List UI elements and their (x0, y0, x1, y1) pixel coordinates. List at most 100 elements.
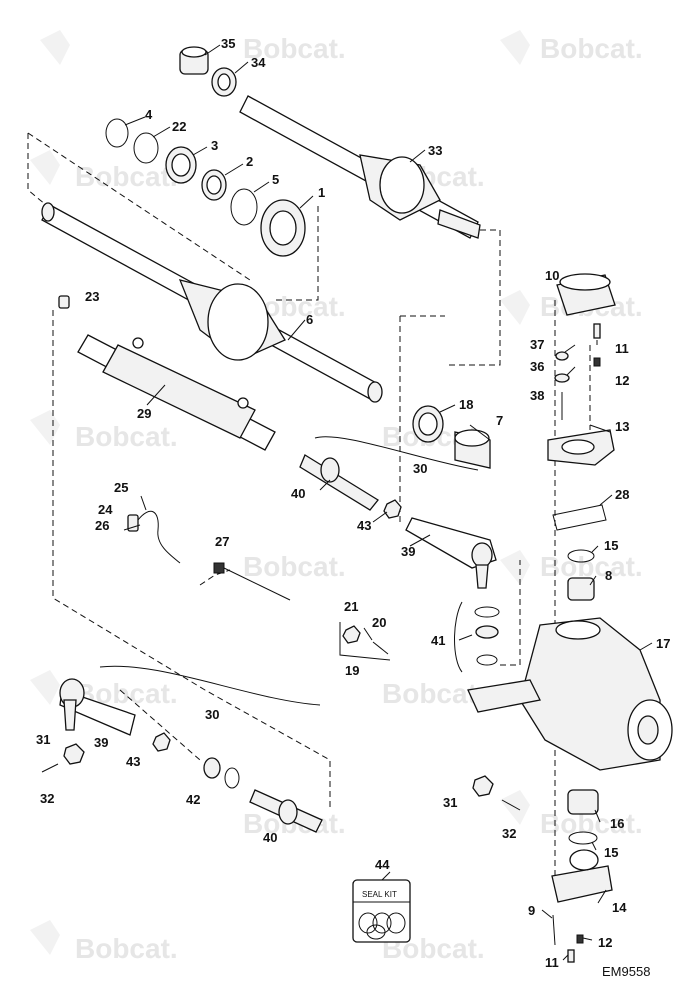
steering-knuckle-17 (467, 617, 673, 771)
bracket-30-upper (314, 436, 479, 471)
seal-kit-label: SEAL KIT (362, 890, 397, 899)
tie-rod-40-lower (249, 789, 323, 833)
assembly-lines (27, 132, 591, 880)
callout-38: 38 (530, 388, 544, 403)
tie-rod-end-39-lower (59, 678, 136, 736)
bracket-14 (551, 849, 613, 903)
stud-20 (372, 641, 389, 655)
o-ring-15-upper (567, 549, 595, 563)
callout-34: 34 (251, 55, 266, 70)
callouts: 1 2 3 4 5 6 7 8 9 10 11 11 12 12 13 14 1… (36, 36, 670, 970)
callout-30-lower: 30 (205, 707, 219, 722)
watermark-text: Bobcat. (382, 678, 485, 709)
callout-29: 29 (137, 406, 151, 421)
watermark-text: Bobcat. (243, 33, 346, 64)
drawing-code: EM9558 (602, 964, 650, 979)
axle-shaft-33 (239, 95, 481, 239)
callout-8: 8 (605, 568, 612, 583)
washer-36 (554, 373, 570, 383)
callout-21: 21 (344, 599, 358, 614)
callout-12-lower: 12 (598, 935, 612, 950)
grease-fitting-11-lower (567, 949, 575, 963)
callout-43-upper: 43 (357, 518, 371, 533)
nut-37 (555, 351, 569, 361)
callout-27: 27 (215, 534, 229, 549)
ring-2 (201, 169, 227, 201)
callout-43-lower: 43 (126, 754, 140, 769)
bracket-30-lower (99, 665, 321, 706)
callout-6: 6 (306, 312, 313, 327)
callout-32-right: 32 (502, 826, 516, 841)
callout-33: 33 (428, 143, 442, 158)
callout-28: 28 (615, 487, 629, 502)
callout-14: 14 (612, 900, 627, 915)
bushing-7 (454, 429, 491, 469)
pin-32-lower (41, 763, 59, 773)
snap-ring-4 (105, 118, 129, 148)
callout-31-right: 31 (443, 795, 457, 810)
callout-10: 10 (545, 268, 559, 283)
callout-18: 18 (459, 397, 473, 412)
bearing-8 (567, 577, 595, 601)
callout-17: 17 (656, 636, 670, 651)
callout-39-lower: 39 (94, 735, 108, 750)
watermark-text: Bobcat. (540, 33, 643, 64)
watermark-layer: Bobcat. Bobcat. Bobcat. Bobcat. Bobcat. … (30, 30, 643, 964)
seal-kit-44: SEAL KIT (352, 879, 411, 943)
steering-cylinder-29 (77, 334, 276, 451)
callout-13: 13 (615, 419, 629, 434)
watermark-bobcat-logo (30, 30, 530, 955)
callout-40-upper: 40 (291, 486, 305, 501)
shim-28 (552, 504, 607, 531)
seal-18 (412, 405, 444, 443)
callout-7: 7 (496, 413, 503, 428)
fitting-23 (58, 295, 70, 309)
callout-23: 23 (85, 289, 99, 304)
bracket-13 (547, 429, 615, 466)
callout-25: 25 (114, 480, 128, 495)
callout-11-lower: 11 (545, 955, 559, 970)
bushing-1 (260, 199, 306, 257)
callout-16: 16 (610, 816, 624, 831)
nut-43-lower (152, 732, 171, 752)
callout-35: 35 (221, 36, 235, 51)
callout-31-lower: 31 (36, 732, 50, 747)
callout-1: 1 (318, 185, 325, 200)
callout-26: 26 (95, 518, 109, 533)
callout-44: 44 (375, 857, 390, 872)
callout-20: 20 (372, 615, 386, 630)
connector-27 (213, 562, 291, 601)
callout-19: 19 (345, 663, 359, 678)
cap-10 (556, 273, 616, 316)
pin-12-upper (593, 357, 601, 367)
nut-31-lower (63, 743, 85, 765)
callout-12-upper: 12 (615, 373, 629, 388)
seal-3 (165, 146, 197, 184)
callout-40-lower: 40 (263, 830, 277, 845)
callout-42: 42 (186, 792, 200, 807)
callout-39-upper: 39 (401, 544, 415, 559)
pin-12-lower (576, 934, 584, 944)
callout-24: 24 (98, 502, 113, 517)
callout-4: 4 (145, 107, 153, 122)
callout-15-lower: 15 (604, 845, 618, 860)
bearing-35 (179, 46, 209, 75)
tie-rod-40-upper (299, 454, 379, 511)
o-ring-5 (230, 188, 258, 226)
watermark-text: Bobcat. (243, 551, 346, 582)
retaining-ring-22 (133, 132, 159, 164)
callout-32-lower: 32 (40, 791, 54, 806)
axle-shaft-6 (41, 202, 383, 403)
callout-15-upper: 15 (604, 538, 618, 553)
watermark-text: Bobcat. (75, 421, 178, 452)
watermark-text: Bobcat. (75, 161, 178, 192)
watermark-text: Bobcat. (540, 551, 643, 582)
o-ring-15-lower (568, 831, 598, 845)
bearing-34 (211, 67, 237, 97)
tie-rod-end-39-upper (405, 517, 497, 589)
boot-42 (203, 757, 240, 789)
pin-32-right (501, 799, 521, 811)
bearing-16 (567, 789, 599, 815)
callout-11-upper: 11 (615, 341, 629, 356)
